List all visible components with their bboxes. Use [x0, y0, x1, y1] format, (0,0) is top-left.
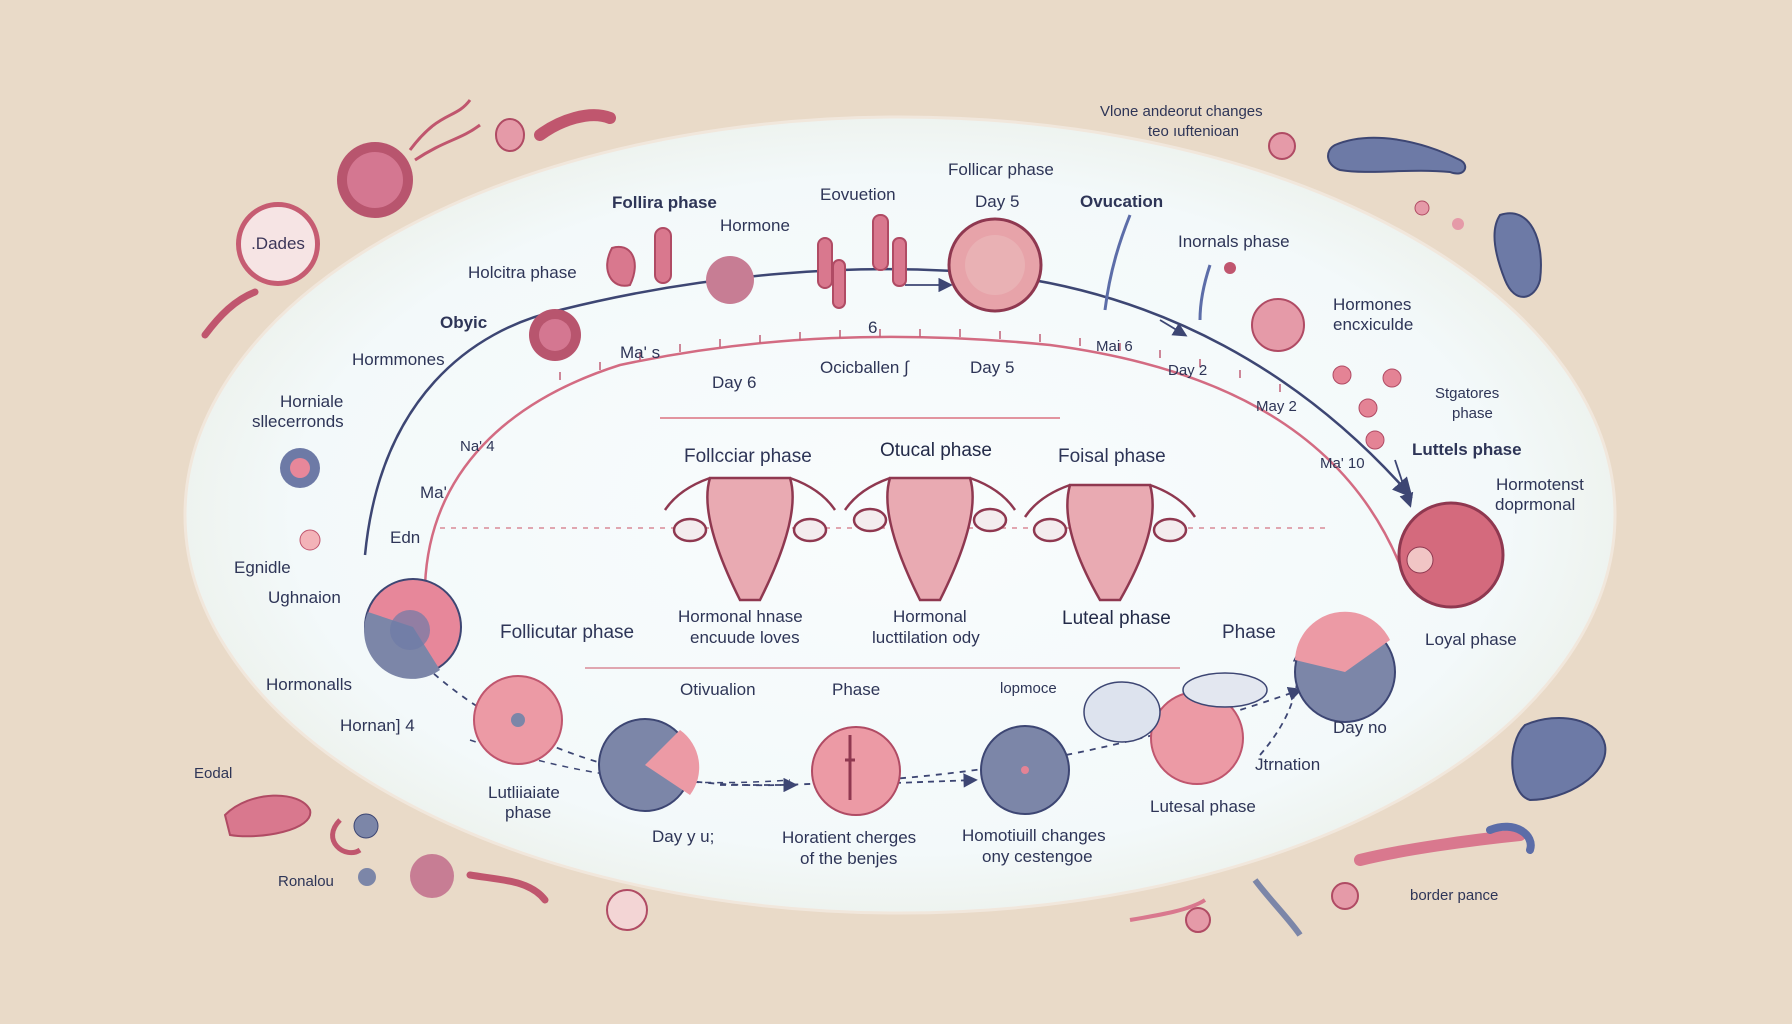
label-phase-right: Phase	[1222, 622, 1276, 643]
label-ma-s: Ma' s	[620, 343, 661, 362]
arc-tick-marks	[559, 329, 1281, 392]
label-may-2: May 2	[1256, 398, 1297, 415]
label-mai-6: Mai 6	[1096, 338, 1133, 355]
label-hormotenst-line-2: doprmonal	[1495, 495, 1576, 514]
label-luteal-center: Luteal phase	[1062, 608, 1171, 629]
label-hormonalls: Hormonalls	[266, 675, 352, 694]
label-num-6: 6	[868, 318, 878, 337]
label-follicular-center: Follcciar phase	[684, 446, 812, 467]
inner-cycle-arc	[423, 335, 1402, 586]
label-lutteis-phase: Luttels phase	[1412, 440, 1522, 459]
top-left-badge: .Dades	[236, 202, 320, 286]
label-hormmones: Hormmones	[352, 350, 445, 369]
label-holcitra-phase: Holcitra phase	[468, 263, 577, 282]
label-lutesal-phase: Lutesal phase	[1150, 797, 1256, 816]
label-ma-10: Ma' 10	[1320, 455, 1365, 472]
label-hormonal-hnase-line-1: Hormonal hnase	[678, 607, 803, 626]
label-inornals-phase: Inornals phase	[1178, 232, 1290, 251]
right-small-follicle	[1251, 298, 1305, 352]
top-pink-forms	[529, 214, 907, 361]
label-hormone: Hormone	[720, 216, 790, 235]
right-corpus-circle	[1397, 501, 1505, 609]
label-hornan-4: Hornan] 4	[340, 716, 415, 735]
label-day-5-mid: Day 5	[970, 358, 1015, 377]
label-day-no: Day no	[1333, 718, 1387, 737]
outer-cycle-arrow	[363, 267, 1413, 556]
label-follicar-phase-top: Follicar phase	[948, 160, 1054, 179]
label-border-pance: border pance	[1410, 887, 1499, 904]
label-egnidle: Egnidle	[234, 558, 291, 577]
plant-sprig-2	[1198, 264, 1212, 321]
label-day-6: Day 6	[712, 373, 757, 392]
label-hormonal-hnase-line-2: encuude loves	[690, 628, 800, 647]
uterus-icon-1	[663, 476, 837, 602]
bottom-right-slate-organism	[1511, 717, 1607, 802]
label-follira-phase: Follira phase	[612, 193, 717, 212]
right-edge-slate-organism	[1493, 212, 1542, 298]
label-horatient-line-2: of the benjes	[800, 849, 898, 868]
label-lutilistiate-line-2: phase	[505, 803, 552, 822]
label-eodal: Eodal	[194, 765, 233, 782]
plant-sprig-1	[1103, 214, 1132, 311]
label-hormones-line-2: encxiculde	[1333, 315, 1414, 334]
label-eovuetion: Eovuetion	[820, 185, 896, 204]
label-day-2: Day 2	[1168, 362, 1208, 379]
label-hormones-line-1: Hormones	[1333, 295, 1412, 314]
label-ma: Ma'	[420, 483, 447, 502]
small-cell-sketch-2	[1182, 672, 1268, 708]
label-ocicballen: Ocicballen ∫	[820, 358, 909, 377]
label-follicutar-phase: Follicutar phase	[500, 622, 635, 643]
label-horatient-line-1: Horatient cherges	[782, 828, 917, 847]
top-left-tissue-cluster	[337, 99, 616, 218]
label-day-5-top: Day 5	[975, 192, 1020, 211]
top-right-arrow	[1159, 319, 1188, 337]
badge-label: .Dades	[251, 234, 305, 253]
bottom-blob	[606, 889, 648, 931]
label-phase-mid: Phase	[832, 680, 881, 699]
left-side-organisms	[201, 288, 321, 551]
uterus-icon-3	[1023, 483, 1197, 602]
bottom-left-pink-organism	[223, 794, 312, 838]
label-hormonal-luct-line-1: Hormonal	[893, 607, 967, 626]
label-foisal-phase: Foisal phase	[1058, 446, 1166, 467]
label-stgatores-line-1: Stgatores	[1435, 385, 1500, 402]
label-na-4: Na' 4	[460, 438, 495, 455]
label-otivualion: Otivualion	[680, 680, 756, 699]
right-down-arrow	[1394, 459, 1414, 508]
label-hormotenst-line-1: Hormotenst	[1496, 475, 1584, 494]
label-sllecerronds: sllecerronds	[252, 412, 344, 431]
label-lopmoce: lopmoce	[1000, 680, 1057, 697]
label-ughnaion: Ughnaion	[268, 588, 341, 607]
label-homotuill-line-1: Homotiuill changes	[962, 826, 1106, 845]
label-stgatores-line-2: phase	[1452, 405, 1493, 422]
label-ovucation: Ovucation	[1080, 192, 1164, 211]
top-right-slate-organism	[1327, 136, 1467, 175]
bottom-arrow-segment-2	[894, 773, 978, 788]
label-obyic: Obyic	[440, 313, 488, 332]
uterus-icon-2	[843, 476, 1017, 602]
label-otual-phase: Otucal phase	[880, 440, 992, 461]
label-horniale: Horniale	[280, 392, 344, 411]
label-edn: Edn	[390, 528, 421, 547]
label-homotuill-line-2: ony cestengoe	[982, 847, 1093, 866]
top-right-note-line-2: teo ıuftenioan	[1148, 123, 1239, 140]
small-cell-sketch-1	[1083, 681, 1161, 743]
label-hormonal-luct-line-2: lucttilation ody	[872, 628, 980, 647]
follicle-stage-3	[811, 726, 901, 816]
label-lutilistiate-line-1: Lutliiaiate	[488, 783, 560, 802]
label-ronalou: Ronalou	[278, 873, 334, 890]
label-day-y-u: Day y u;	[652, 827, 715, 846]
top-right-note-line-1: Vlone andeorut changes	[1100, 103, 1263, 120]
label-jurnation: Jtrnation	[1255, 755, 1321, 774]
bottom-right-pink-organism	[1354, 829, 1526, 866]
label-loyal-phase: Loyal phase	[1425, 630, 1517, 649]
